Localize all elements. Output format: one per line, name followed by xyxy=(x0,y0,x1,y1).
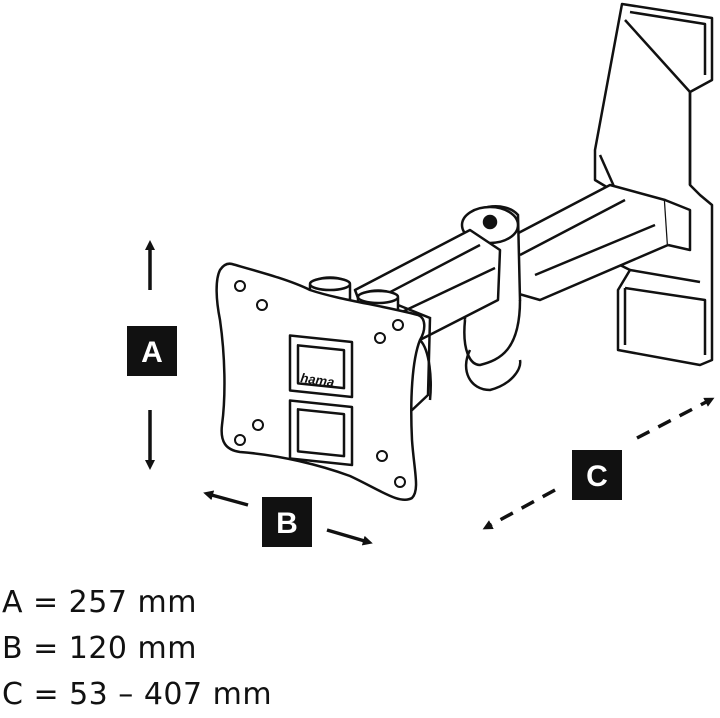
vesa-plate xyxy=(215,262,432,501)
dimension-a-row: A=257 mm xyxy=(2,585,197,620)
dimension-c-arrow xyxy=(482,397,715,530)
svg-text:A: A xyxy=(141,336,163,369)
dimension-b-label: B xyxy=(262,497,312,547)
dimension-b-arrow xyxy=(203,490,373,546)
dimension-list: A=257 mm B=120 mm C=53 – 407 mm xyxy=(2,580,282,718)
dimension-c-label: C xyxy=(572,450,622,500)
wall-mount-diagram: hama A B C xyxy=(127,2,715,547)
dimension-a-label: A xyxy=(127,326,177,376)
dimension-b-row: B=120 mm xyxy=(2,631,197,666)
svg-text:B: B xyxy=(276,507,298,540)
brand-logo: hama xyxy=(300,370,336,390)
dimension-c-row: C=53 – 407 mm xyxy=(2,677,273,712)
svg-text:C: C xyxy=(586,460,608,493)
